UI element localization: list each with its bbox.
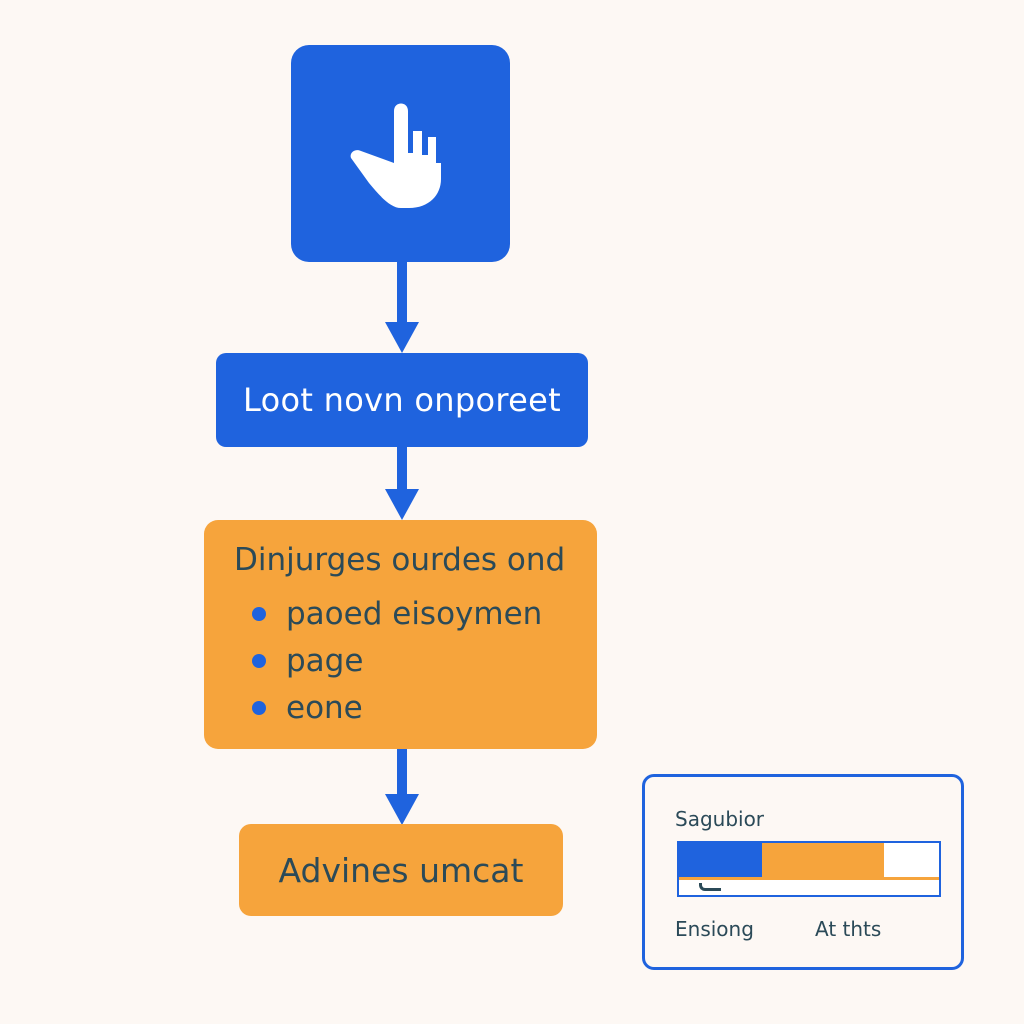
list-node-title: Dinjurges ourdes ond — [234, 542, 566, 578]
end-label: Advines umcat — [278, 850, 524, 890]
list-item-label: eone — [286, 689, 363, 726]
arrow-list-to-end — [385, 749, 419, 825]
progress-bar — [677, 841, 941, 897]
arrow-start-to-step1 — [385, 262, 419, 353]
side-card-footer-left: Ensiong — [675, 917, 754, 941]
arrow-step1-to-list — [385, 447, 419, 520]
bullet-dot-icon — [252, 606, 266, 621]
side-card: Sagubior Ensiong At thts — [642, 774, 964, 970]
list-item: eone — [234, 684, 597, 731]
step1-label: Loot novn onporeet — [243, 381, 561, 419]
list-item-label: page — [286, 642, 364, 679]
list-item: paoed eisoymen — [234, 590, 597, 637]
list-item-label: paoed eisoymen — [286, 595, 543, 632]
progress-bar-underline — [679, 877, 939, 880]
bullet-dot-icon — [252, 653, 266, 668]
progress-bar-orange-segment — [762, 843, 885, 877]
side-card-title: Sagubior — [675, 807, 765, 831]
start-node — [291, 45, 510, 262]
progress-bar-blue-segment — [679, 843, 763, 877]
side-card-footer-right: At thts — [815, 917, 882, 941]
arrow-mark-icon — [699, 883, 721, 891]
list-node-items: paoed eisoymen page eone — [234, 590, 597, 731]
list-node: Dinjurges ourdes ond paoed eisoymen page… — [204, 520, 597, 749]
step1-node: Loot novn onporeet — [216, 353, 588, 447]
list-item: page — [234, 637, 597, 684]
bullet-dot-icon — [252, 700, 266, 715]
pointing-hand-icon — [350, 103, 441, 208]
end-node: Advines umcat — [239, 824, 563, 916]
